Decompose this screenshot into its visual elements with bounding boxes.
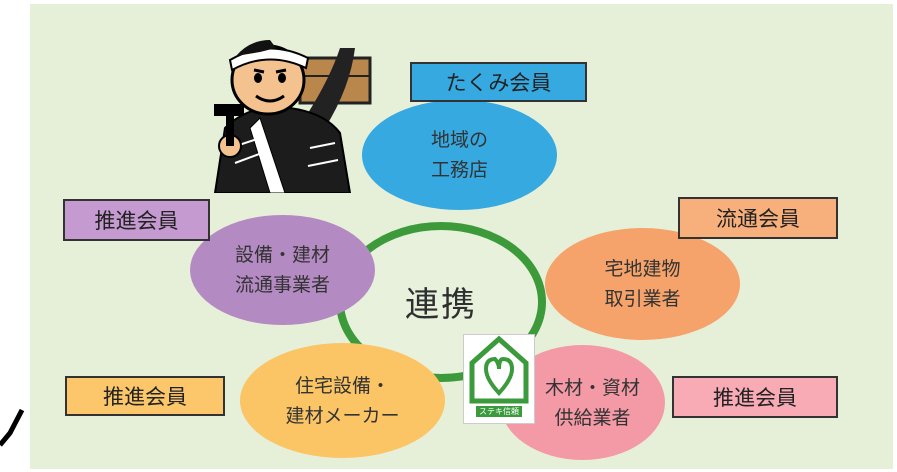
center-cooperation-label: 連携 (405, 285, 477, 325)
takumi-member-label: たくみ会員 (410, 62, 587, 102)
circle-housing-manufacturer-line1: 住宅設備・ (294, 374, 390, 397)
circle-lumber-supplier-line1: 木材・資材 (544, 376, 640, 399)
suteki-shinrai-logo: ステキ信頼 (463, 334, 535, 424)
logo-caption: ステキ信頼 (476, 406, 522, 417)
circle-equipment-distributor: 設備・建材 流通事業者 (190, 215, 375, 325)
promotion-member-label-left: 推進会員 (63, 199, 210, 241)
circle-housing-manufacturer: 住宅設備・ 建材メーカー (240, 343, 445, 458)
promotion-member-label-bottom-right: 推進会員 (672, 376, 838, 418)
circle-housing-manufacturer-line2: 建材メーカー (285, 404, 400, 427)
distribution-member-label: 流通会員 (678, 197, 838, 239)
circle-local-builder: 地域の 工務店 (362, 100, 557, 210)
circle-local-builder-line2: 工務店 (430, 159, 488, 181)
circle-lumber-supplier-line2: 供給業者 (554, 406, 631, 429)
circle-equipment-distributor-line2: 流通事業者 (234, 274, 330, 296)
promotion-member-label-bottom-left: 推進会員 (65, 376, 225, 416)
circle-local-builder-line1: 地域の (430, 129, 488, 151)
carpenter-illustration (213, 40, 372, 193)
circle-real-estate-line2: 取引業者 (604, 288, 681, 310)
circle-real-estate: 宅地建物 取引業者 (545, 228, 740, 340)
circle-equipment-distributor-line1: 設備・建材 (234, 244, 330, 266)
edge-stroke-decoration (0, 408, 25, 447)
house-logo-icon (469, 335, 529, 404)
circle-real-estate-line1: 宅地建物 (604, 258, 681, 280)
